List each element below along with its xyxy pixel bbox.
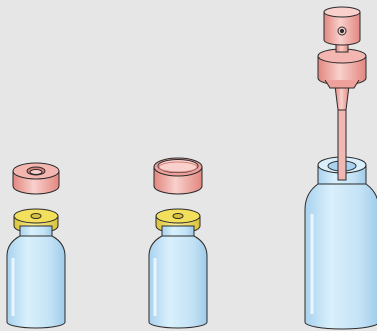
- ring-cap-icon: [13, 163, 59, 194]
- vial-icon: [149, 226, 207, 328]
- dip-tube-icon: [338, 108, 346, 180]
- vial-icon: [7, 226, 65, 328]
- crimp-cap-icon: [154, 158, 202, 194]
- spray-pump-icon: [318, 7, 366, 110]
- spray-bottle-icon: [305, 157, 377, 329]
